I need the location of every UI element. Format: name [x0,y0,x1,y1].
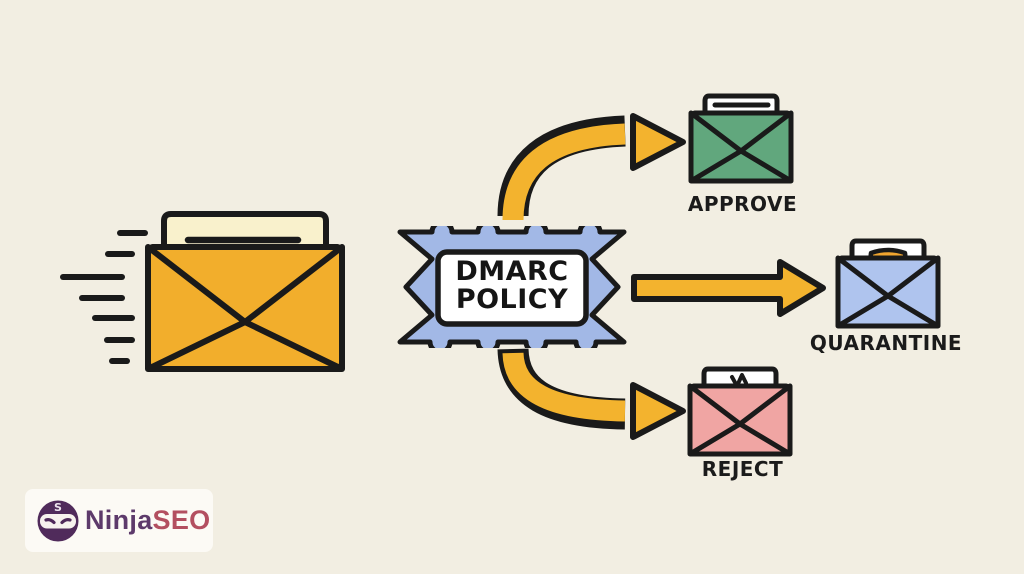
stamp-title: DMARC POLICY [434,248,590,324]
quarantine-label: QUARANTINE [809,331,963,355]
reject-label: REJECT [701,457,784,481]
brand-name: NinjaSEO [85,505,210,536]
stamp-title-line1: DMARC [455,256,569,287]
dmarc-policy-stamp-icon [397,226,627,348]
brand-part1: Ninja [85,505,153,535]
approve-envelope-icon [688,93,794,184]
stamp-label-box [435,249,589,327]
envelope-outline [145,244,345,372]
quarantine-envelope-icon [835,238,941,329]
ninjaseo-logo: S NinjaSEO [25,489,213,552]
brand-part2: SEO [152,505,211,535]
arrow-to-approve-icon [497,113,686,221]
envelope-creases [146,319,344,372]
approve-label: APPROVE [687,192,798,216]
incoming-email-envelope-icon [145,211,345,372]
ninja-icon: S [37,500,79,541]
ninja-eyes [44,517,72,524]
ninja-headband-letter: S [54,501,62,514]
speed-lines-icon [60,230,148,364]
arrow-to-reject-icon [497,347,686,440]
arrow-to-quarantine-icon [631,259,826,317]
reject-envelope-icon [687,366,793,457]
stamp-title-line2: POLICY [455,284,569,315]
